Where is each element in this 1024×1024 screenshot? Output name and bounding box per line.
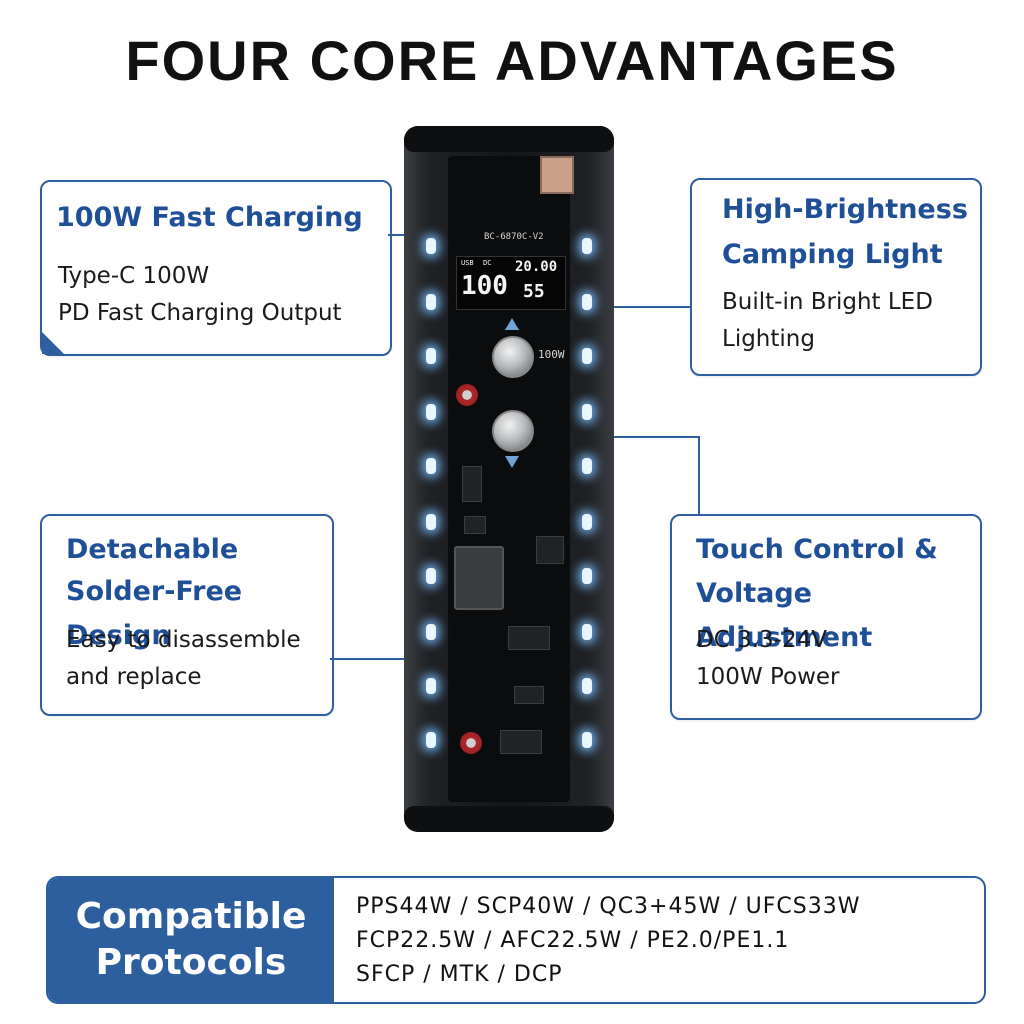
- up-arrow-icon: [505, 318, 519, 330]
- protocols-label-line: Compatible: [75, 896, 307, 937]
- display-value-current: 55: [523, 281, 545, 302]
- ic-chip: [536, 536, 564, 564]
- feature-line: PD Fast Charging Output: [58, 300, 342, 326]
- feature-heading: High-Brightness: [722, 194, 968, 225]
- led-light: [426, 404, 436, 420]
- display-unit-usb: USB: [461, 259, 474, 267]
- led-light: [582, 294, 592, 310]
- power-bank-image: BC-6870C-V2 USB DC 100 20.00 55 100W: [404, 126, 614, 832]
- ic-chip: [462, 466, 482, 502]
- led-light: [426, 348, 436, 364]
- led-light: [426, 458, 436, 474]
- feature-heading: Camping Light: [722, 239, 943, 270]
- feature-card-detachable: Detachable Solder-Free Design Easy to di…: [40, 514, 334, 716]
- feature-heading: Detachable: [66, 534, 239, 565]
- inductor: [454, 546, 504, 610]
- capacitor: [460, 732, 482, 754]
- power-button: [492, 336, 534, 378]
- feature-card-touch-control: Touch Control & Voltage Adjustment DC 3.…: [670, 514, 982, 720]
- led-light: [582, 238, 592, 254]
- down-arrow-icon: [505, 456, 519, 468]
- adjust-button: [492, 410, 534, 452]
- led-light: [426, 568, 436, 584]
- usb-port: [540, 156, 574, 194]
- leader-line-touch-h: [540, 436, 700, 438]
- ic-chip: [514, 686, 544, 704]
- page-title: FOUR CORE ADVANTAGES: [125, 29, 899, 92]
- display-value-voltage: 20.00: [515, 259, 558, 275]
- ic-chip: [508, 626, 550, 650]
- ic-chip: [500, 730, 542, 754]
- protocols-label: Compatible Protocols: [48, 878, 334, 1002]
- feature-line: DC 3.3-24V: [696, 627, 827, 653]
- led-display: USB DC 100 20.00 55: [456, 256, 566, 310]
- led-light: [582, 348, 592, 364]
- led-light: [426, 732, 436, 748]
- power-label: 100W: [538, 348, 565, 361]
- protocol-list-line: PPS44W / SCP40W / QC3+45W / UFCS33W: [356, 894, 861, 919]
- feature-heading: Voltage Adjustment: [696, 578, 873, 653]
- feature-line: Easy to disassemble: [66, 627, 301, 653]
- feature-card-fast-charging: 100W Fast Charging Type-C 100W PD Fast C…: [40, 180, 392, 356]
- led-light: [426, 294, 436, 310]
- led-light: [582, 514, 592, 530]
- led-light: [426, 238, 436, 254]
- bottom-cap: [404, 806, 614, 832]
- led-light: [582, 458, 592, 474]
- display-unit-dc: DC: [483, 259, 492, 267]
- feature-heading: 100W Fast Charging: [56, 202, 363, 233]
- ic-chip: [464, 516, 486, 534]
- leader-line-camping-light: [600, 306, 690, 308]
- led-light: [582, 404, 592, 420]
- feature-line: 100W Power: [696, 664, 840, 690]
- led-light: [426, 624, 436, 640]
- capacitor: [456, 384, 478, 406]
- protocol-list-line: SFCP / MTK / DCP: [356, 962, 563, 987]
- led-light: [426, 678, 436, 694]
- compatible-protocols-panel: Compatible Protocols PPS44W / SCP40W / Q…: [46, 876, 986, 1004]
- feature-line: Built-in Bright LED: [722, 289, 933, 315]
- board-label: BC-6870C-V2: [484, 232, 544, 242]
- feature-line: and replace: [66, 664, 202, 690]
- leader-line-touch-v: [698, 436, 700, 516]
- corner-accent: [42, 332, 64, 354]
- led-light: [582, 678, 592, 694]
- protocols-label-line: Protocols: [95, 942, 287, 983]
- protocol-list-line: FCP22.5W / AFC22.5W / PE2.0/PE1.1: [356, 928, 790, 953]
- feature-card-camping-light: High-Brightness Camping Light Built-in B…: [690, 178, 982, 376]
- led-light: [582, 568, 592, 584]
- feature-heading: Touch Control &: [696, 534, 938, 565]
- led-light: [582, 624, 592, 640]
- feature-line: Type-C 100W: [58, 263, 210, 289]
- feature-line: Lighting: [722, 326, 815, 352]
- display-value-main: 100: [461, 271, 508, 301]
- led-light: [582, 732, 592, 748]
- leader-line-detachable: [330, 658, 418, 660]
- top-cap: [404, 126, 614, 152]
- feature-heading: Solder-Free Design: [66, 576, 243, 651]
- led-light: [426, 514, 436, 530]
